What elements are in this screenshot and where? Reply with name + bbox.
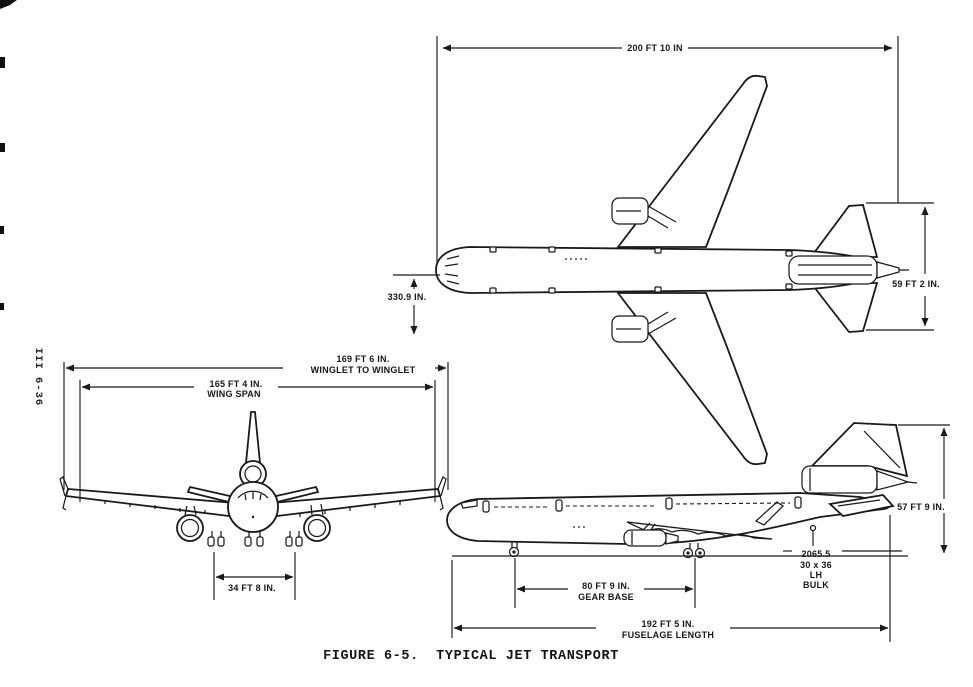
label-backdrop <box>194 377 278 399</box>
tail-span-label: 59 FT 2 IN. <box>892 279 940 289</box>
front-view-drawing <box>59 411 447 547</box>
overall-length-label: 200 FT 10 IN <box>627 43 683 53</box>
winglet-span-value: 169 FT 6 IN. <box>336 354 389 364</box>
bulk-door-side: LH <box>810 570 823 580</box>
label-backdrop <box>283 352 435 374</box>
bulk-door-size: 30 x 36 <box>800 560 832 570</box>
top-view-drawing <box>435 74 909 466</box>
wing-span-value: 165 FT 4 IN. <box>209 379 262 389</box>
gear-base-value: 80 FT 9 IN. <box>582 581 630 591</box>
nose-height-label: 330.9 IN. <box>388 292 427 302</box>
scan-artifacts <box>0 0 17 310</box>
wing-span-caption: WING SPAN <box>207 389 261 399</box>
winglet-span-caption: WINGLET TO WINGLET <box>311 365 416 375</box>
top-view-dimensions <box>393 36 934 335</box>
gear-track-label: 34 FT 8 IN. <box>228 583 276 593</box>
bulk-door-station: 2065.5 <box>801 549 830 559</box>
fuselage-length-value: 192 FT 5 IN. <box>641 619 694 629</box>
page-spine-label: III 6-36 <box>32 348 44 406</box>
bulk-door-type: BULK <box>803 580 829 590</box>
label-backdrop <box>596 617 730 640</box>
fuselage-length-caption: FUSELAGE LENGTH <box>622 630 714 640</box>
figure-caption: FIGURE 6-5. TYPICAL JET TRANSPORT <box>323 649 619 664</box>
side-view-drawing <box>446 422 918 559</box>
window-dots <box>565 258 587 260</box>
tail-height-label: 57 FT 9 IN. <box>897 502 945 512</box>
label-backdrop <box>568 580 644 603</box>
gear-base-caption: GEAR BASE <box>578 592 634 602</box>
